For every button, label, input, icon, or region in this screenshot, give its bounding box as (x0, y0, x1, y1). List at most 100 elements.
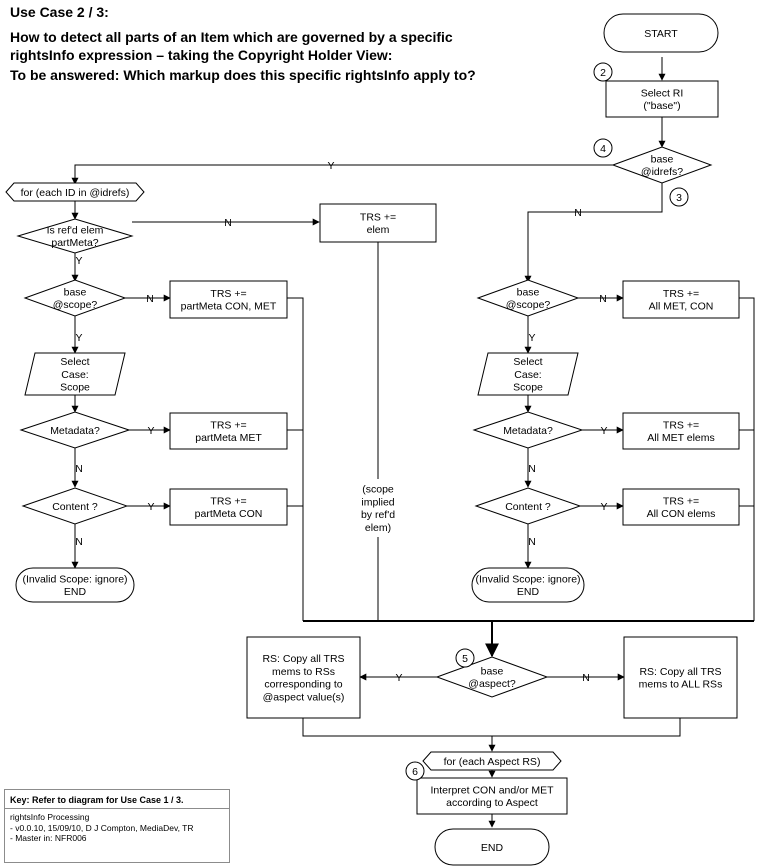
base-idrefs-decision (611, 146, 713, 184)
edge-label-no: N (599, 293, 607, 305)
flow-connector (524, 183, 663, 283)
right-trs-all-met-box (622, 412, 740, 450)
edge-label-no: N (582, 672, 590, 684)
edge-label-yes: Y (327, 160, 334, 172)
left-trs-con-box (169, 488, 288, 526)
right-invalid-scope-end (471, 567, 585, 603)
use-case-question: To be answered: Which markup does this s… (10, 67, 476, 83)
step-number-4-label: 4 (600, 143, 606, 155)
left-invalid-scope-end-label: (Invalid Scope: ignore)END (22, 573, 127, 598)
use-case-title: Use Case 2 / 3: (10, 4, 109, 20)
left-metadata-decision (19, 411, 131, 449)
step-number-6-label: 6 (412, 766, 418, 778)
edge-label-no: N (574, 207, 582, 219)
right-base-scope-decision (476, 279, 580, 317)
left-content-decision-label: Content ? (52, 501, 98, 513)
trs-elem-box-label: TRS +=elem (360, 211, 396, 236)
scope-note-background (357, 479, 399, 537)
flow-connector (71, 164, 614, 185)
left-trs-con-met-box-label: TRS +=partMeta CON, MET (181, 288, 277, 313)
edge-label-yes: Y (75, 332, 82, 344)
edge-label-no: N (75, 463, 83, 475)
edge-label-no: N (146, 293, 154, 305)
edge-label-no: N (75, 536, 83, 548)
rs-copy-all-box (623, 636, 738, 719)
start-terminal-label: START (644, 28, 678, 40)
flow-connector (739, 297, 755, 621)
step-number-5 (455, 648, 475, 668)
is-refd-partmeta-decision (16, 218, 134, 254)
step-number-3 (669, 187, 689, 207)
legend-box: Key: Refer to diagram for Use Case 1 / 3… (4, 789, 230, 863)
flow-connector (302, 718, 681, 737)
start-terminal (603, 13, 719, 53)
left-trs-con-met-box (169, 280, 288, 319)
right-metadata-decision-label: Metadata? (503, 425, 553, 437)
select-ri-box (605, 80, 719, 118)
left-metadata-decision-label: Metadata? (50, 425, 100, 437)
base-idrefs-decision-label: base@idrefs? (641, 153, 683, 178)
left-trs-met-box-label: TRS +=partMeta MET (195, 419, 262, 444)
edge-label-yes: Y (600, 501, 607, 513)
left-content-decision (21, 487, 129, 525)
select-ri-box-label: Select RI("base") (641, 87, 684, 112)
for-each-aspect-loop-label: for (each Aspect RS) (444, 756, 541, 768)
edge-label-yes: Y (147, 425, 154, 437)
right-trs-all-met-con-box (622, 280, 740, 319)
base-aspect-decision-label: base@aspect? (468, 665, 516, 690)
right-metadata-decision (472, 411, 584, 449)
right-invalid-scope-end-label: (Invalid Scope: ignore)END (475, 573, 580, 598)
rs-copy-aspect-box (246, 636, 361, 719)
edge-label-yes: Y (395, 672, 402, 684)
for-each-id-loop-label: for (each ID in @idrefs) (21, 187, 130, 199)
step-number-2-label: 2 (600, 67, 606, 79)
end-terminal (434, 828, 550, 866)
step-number-2 (593, 62, 613, 82)
edge-label-no: N (224, 217, 232, 229)
step-number-6 (405, 761, 425, 781)
right-select-case-scope (477, 352, 579, 396)
edge-label-no: N (528, 463, 536, 475)
edge-label-yes: Y (75, 255, 82, 267)
for-each-id-loop (5, 182, 145, 202)
left-select-case-scope (24, 352, 126, 396)
trs-elem-box (319, 203, 437, 243)
legend-title: Key: Refer to diagram for Use Case 1 / 3… (5, 790, 229, 809)
legend-line: - v0.0.10, 15/09/10, D J Compton, MediaD… (10, 822, 194, 833)
right-trs-all-con-box-label: TRS +=All CON elems (647, 495, 716, 520)
left-trs-con-box-label: TRS +=partMeta CON (195, 495, 263, 520)
flow-connector (287, 297, 304, 621)
step-number-5-label: 5 (462, 653, 468, 665)
left-base-scope-decision-label: base@scope? (53, 286, 98, 311)
use-case-description-line2: rightsInfo expression – taking the Copyr… (10, 47, 393, 63)
edge-label-yes: Y (147, 501, 154, 513)
left-invalid-scope-end (15, 567, 135, 603)
step-number-4 (593, 138, 613, 158)
edge-label-yes: Y (600, 425, 607, 437)
use-case-description-line1: How to detect all parts of an Item which… (10, 29, 453, 45)
legend-line: rightsInfo Processing (10, 812, 90, 822)
right-base-scope-decision-label: base@scope? (506, 286, 551, 311)
right-content-decision (474, 487, 582, 525)
interpret-box (416, 777, 568, 815)
right-trs-all-met-con-box-label: TRS +=All MET, CON (649, 288, 714, 313)
step-number-3-label: 3 (676, 192, 682, 204)
legend-line: - Master in: NFR006 (10, 833, 87, 843)
right-trs-all-con-box (622, 488, 740, 526)
end-terminal-label: END (481, 842, 504, 854)
left-base-scope-decision (23, 279, 127, 317)
edge-label-yes: Y (528, 332, 535, 344)
left-trs-met-box (169, 412, 288, 450)
right-content-decision-label: Content ? (505, 501, 551, 513)
edge-label-no: N (528, 536, 536, 548)
for-each-aspect-loop (422, 751, 562, 771)
right-trs-all-met-box-label: TRS +=All MET elems (647, 419, 715, 444)
